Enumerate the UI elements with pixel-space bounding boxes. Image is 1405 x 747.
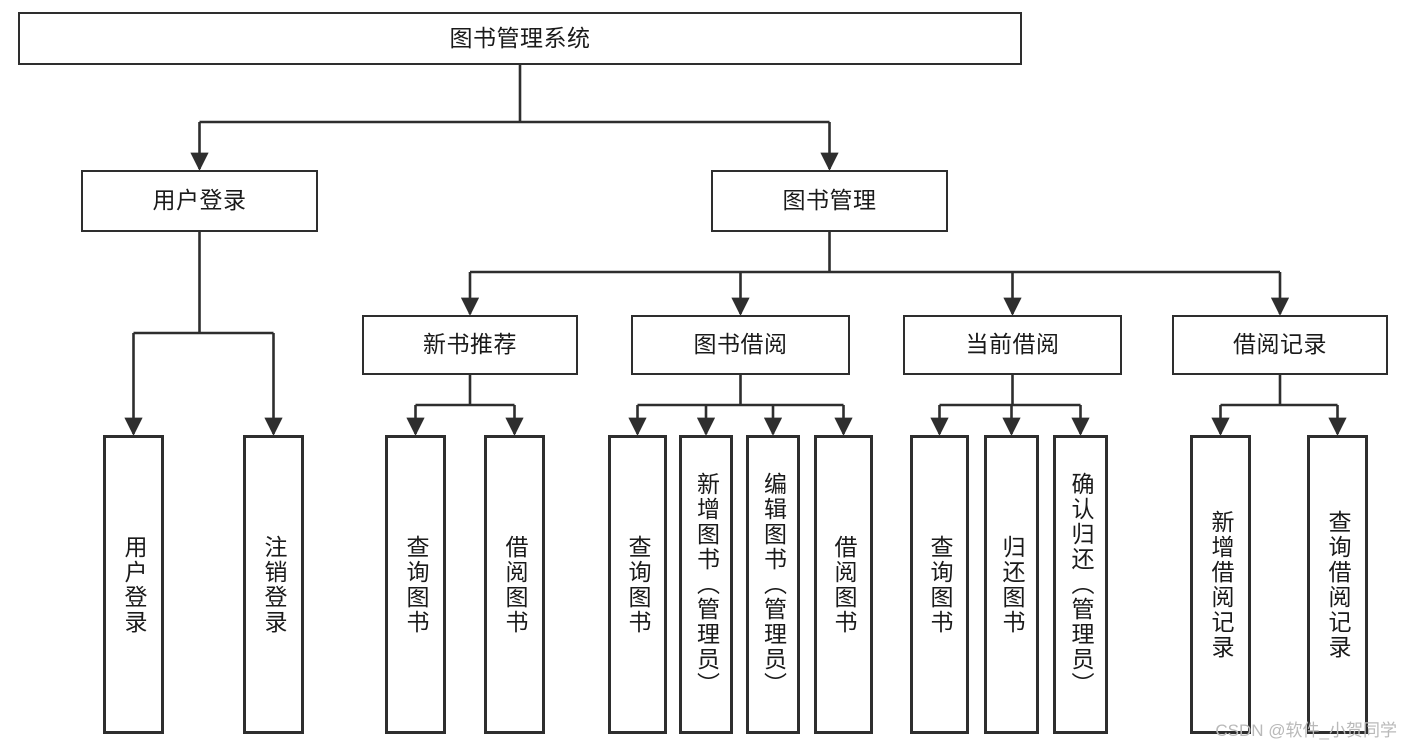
node-leaf-borrow-add-book-label: 新增图书（管理员） (693, 472, 720, 697)
node-root[interactable]: 图书管理系统 (18, 12, 1022, 65)
node-leaf-newbook-borrow[interactable]: 借阅图书 (484, 435, 545, 734)
node-book-borrow-label: 图书借阅 (693, 331, 788, 358)
node-current-borrow-label: 当前借阅 (965, 331, 1060, 358)
node-leaf-borrow-query-label: 查询图书 (625, 534, 651, 635)
node-book-management-module-label: 图书管理 (782, 187, 877, 214)
node-leaf-current-query-label: 查询图书 (927, 534, 953, 635)
node-borrow-records-label: 借阅记录 (1233, 331, 1327, 358)
node-leaf-current-return-label: 归还图书 (999, 534, 1025, 635)
node-leaf-user-logout[interactable]: 注销登录 (243, 435, 304, 734)
node-leaf-newbook-borrow-label: 借阅图书 (502, 534, 528, 635)
node-new-book-recommend-label: 新书推荐 (423, 331, 517, 358)
node-leaf-borrow-book-label: 借阅图书 (831, 534, 857, 635)
node-leaf-borrow-edit-book[interactable]: 编辑图书（管理员） (746, 435, 800, 734)
node-leaf-user-login[interactable]: 用户登录 (103, 435, 164, 734)
node-user-login-module-label: 用户登录 (152, 187, 247, 214)
node-leaf-record-query[interactable]: 查询借阅记录 (1307, 435, 1368, 734)
node-leaf-user-login-label: 用户登录 (121, 534, 147, 635)
node-leaf-record-query-label: 查询借阅记录 (1325, 509, 1351, 660)
node-book-management-module[interactable]: 图书管理 (711, 170, 948, 232)
node-leaf-current-confirm-return-label: 确认归还（管理员） (1068, 472, 1094, 697)
node-leaf-current-query[interactable]: 查询图书 (910, 435, 969, 734)
node-leaf-borrow-edit-book-label: 编辑图书（管理员） (760, 472, 787, 697)
node-leaf-borrow-query[interactable]: 查询图书 (608, 435, 667, 734)
node-leaf-user-logout-label: 注销登录 (261, 534, 287, 635)
node-leaf-borrow-add-book[interactable]: 新增图书（管理员） (679, 435, 733, 734)
node-book-borrow[interactable]: 图书借阅 (631, 315, 850, 375)
node-borrow-records[interactable]: 借阅记录 (1172, 315, 1388, 375)
node-leaf-newbook-query-label: 查询图书 (403, 534, 429, 635)
node-current-borrow[interactable]: 当前借阅 (903, 315, 1122, 375)
node-user-login-module[interactable]: 用户登录 (81, 170, 318, 232)
node-leaf-record-add-label: 新增借阅记录 (1208, 509, 1234, 660)
connector-lines (124, 65, 1347, 436)
csdn-watermark: CSDN @软件_小贺同学 (1215, 721, 1397, 740)
node-leaf-borrow-book[interactable]: 借阅图书 (814, 435, 873, 734)
node-new-book-recommend[interactable]: 新书推荐 (362, 315, 578, 375)
node-root-label: 图书管理系统 (449, 24, 591, 51)
node-leaf-record-add[interactable]: 新增借阅记录 (1190, 435, 1251, 734)
node-leaf-current-return[interactable]: 归还图书 (984, 435, 1039, 734)
node-leaf-newbook-query[interactable]: 查询图书 (385, 435, 446, 734)
node-leaf-current-confirm-return[interactable]: 确认归还（管理员） (1053, 435, 1108, 734)
